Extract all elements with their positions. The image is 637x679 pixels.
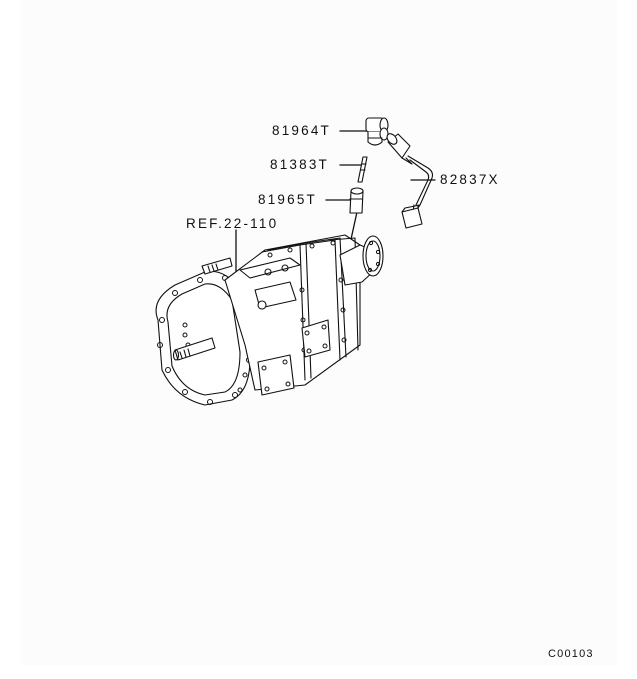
sleeve-part xyxy=(349,187,364,214)
sensor-part xyxy=(386,133,434,229)
elbow-adapter-part xyxy=(365,117,389,146)
transmission-body xyxy=(155,234,384,406)
figure-code: C00103 xyxy=(548,648,594,660)
callout-81964T[interactable]: 81964T xyxy=(272,123,331,138)
callout-ref-22-110[interactable]: REF.22-110 xyxy=(186,216,279,231)
pin-part xyxy=(357,156,368,183)
callout-81965T[interactable]: 81965T xyxy=(258,192,317,207)
callout-82837X[interactable]: 82837X xyxy=(440,172,500,187)
callout-81383T[interactable]: 81383T xyxy=(270,157,329,172)
